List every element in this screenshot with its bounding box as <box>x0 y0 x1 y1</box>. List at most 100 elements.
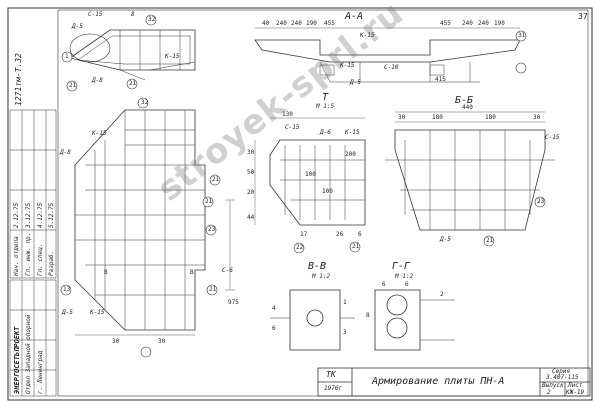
stamp-date-0: 2.12.75 <box>13 202 20 228</box>
lbl-1-top: 1 <box>65 53 69 60</box>
series-label: Серия <box>552 368 571 375</box>
callout-13 <box>60 284 72 296</box>
lbl-vv-3: 3 <box>343 329 347 336</box>
dim-gg-3: 8 <box>366 312 370 319</box>
stamp-row-0: Нач. отдела <box>13 236 20 276</box>
dim-aa-5: 240 <box>462 20 473 27</box>
dim-aa-4: 455 <box>324 20 335 27</box>
dim-gg-2: 2 <box>440 291 444 298</box>
lbl-bb-d5: Д-5 <box>440 236 451 243</box>
dim-t-0: 130 <box>282 111 293 118</box>
lbl-vv-4: 4 <box>272 305 276 312</box>
section-gg-title: Г-Г <box>392 261 411 272</box>
dim-bb-3: 180 <box>485 114 496 121</box>
dim-gg-1: 6 <box>405 281 409 288</box>
lbl-t-21: 21 <box>352 243 360 250</box>
dim-aa-9: 415 <box>435 76 446 83</box>
lbl-main-v1: В <box>104 269 108 276</box>
stamp-city: г. Ленинград <box>37 350 44 394</box>
lbl-main-k15: К-15 <box>92 130 107 137</box>
lbl-main-30b: 30 <box>158 338 166 345</box>
main-plan <box>74 109 235 336</box>
sheet-value: КЖ-19 <box>566 389 585 396</box>
dim-t-5: 50 <box>247 169 255 176</box>
lbl-aa-31: 31 <box>518 32 526 39</box>
dim-aa-7: 190 <box>494 20 505 27</box>
lbl-32-top: 32 <box>148 16 156 23</box>
lbl-main-13: 13 <box>63 286 71 293</box>
dim-t-7: 44 <box>247 214 255 221</box>
callout-23 <box>205 224 217 236</box>
lbl-aa-d5: Д-5 <box>350 79 361 86</box>
stamp-row-1: Гл. инж. пр. <box>25 232 32 276</box>
lbl-t-d6: Д-6 <box>320 129 331 136</box>
section-gg <box>374 289 455 351</box>
section-t <box>254 117 366 226</box>
lbl-main-21a: 21 <box>205 198 213 205</box>
callout-22 <box>293 242 305 254</box>
series-value: 3.407-115 <box>546 374 579 381</box>
callout-32-top <box>145 14 157 26</box>
lbl-d5-top: Д-5 <box>72 23 83 30</box>
callouts <box>60 14 546 358</box>
dim-bb-2: 180 <box>432 114 443 121</box>
dim-t-6: 20 <box>247 189 255 196</box>
lbl-vv-6: 6 <box>272 325 276 332</box>
dim-t-8: 6 <box>358 231 362 238</box>
lbl-main-21b: 21 <box>212 176 220 183</box>
side-code: 1271тм-Т.32 <box>14 53 23 106</box>
lbl-t-22: 22 <box>296 244 304 251</box>
callout-21-b <box>209 174 221 186</box>
dim-bb-1: 30 <box>398 114 406 121</box>
title-year: 1976г <box>324 385 343 392</box>
top-detail <box>69 29 196 81</box>
section-t-title: Т <box>322 92 329 103</box>
lbl-t-c15: С-15 <box>285 124 300 131</box>
issue-label: Выпуск <box>542 382 564 389</box>
lbl-vv-1: 1 <box>343 299 347 306</box>
left-stamp <box>9 109 57 397</box>
callout-23-b <box>534 196 546 208</box>
lbl-bb-c15: С-15 <box>545 134 560 141</box>
lbl-main-30a: 30 <box>112 338 120 345</box>
lbl-main-23: 23 <box>208 226 216 233</box>
stamp-dept: Отдел Западной опорной <box>25 314 32 394</box>
dim-t-3: 100 <box>305 171 316 178</box>
lbl-aa-c10: С-10 <box>384 64 399 71</box>
dim-aa-1: 240 <box>276 20 287 27</box>
sheet-label: Лист <box>568 382 583 389</box>
callout-21-bb <box>483 235 495 247</box>
section-bb-title: Б-Б <box>455 95 474 106</box>
callout-21-left <box>126 78 138 90</box>
callout-21-bot <box>206 284 218 296</box>
lbl-main-k15b: К-15 <box>90 309 105 316</box>
title-block <box>317 367 591 397</box>
lbl-bb-23: 23 <box>537 198 545 205</box>
dim-aa-8: 455 <box>440 20 451 27</box>
dim-aa-0: 40 <box>262 20 270 27</box>
callout-21-t <box>349 241 361 253</box>
title-code: ТК <box>326 370 336 379</box>
lbl-d8-top: Д-8 <box>92 77 103 84</box>
callout-1 <box>61 51 73 63</box>
dim-bb-0: 440 <box>462 104 473 111</box>
lbl-aa-k15b: К-15 <box>340 62 355 69</box>
lbl-t-26: 26 <box>336 231 344 238</box>
section-t-scale: М 1:5 <box>316 103 335 110</box>
dim-aa-3: 190 <box>306 20 317 27</box>
lbl-aa-k15: К-15 <box>360 32 375 39</box>
stamp-org: ЭНЕРГОСЕТЬПРОЕКТ <box>13 326 21 394</box>
dim-aa-2: 240 <box>291 20 302 27</box>
stamp-date-3: 5.12.75 <box>48 202 55 228</box>
callout-21-top <box>66 80 78 92</box>
callout-21-mid <box>202 196 214 208</box>
dim-t-4: 30 <box>247 149 255 156</box>
lbl-main-d5: Д-5 <box>62 309 73 316</box>
sheet-frame <box>7 7 593 401</box>
lbl-main-975: 975 <box>228 299 239 306</box>
lbl-k15-top: К-15 <box>165 53 180 60</box>
section-vv-scale: М 1:2 <box>312 273 331 280</box>
sheet-number: 37 <box>578 12 588 21</box>
lbl-8-top: 8 <box>131 11 135 18</box>
